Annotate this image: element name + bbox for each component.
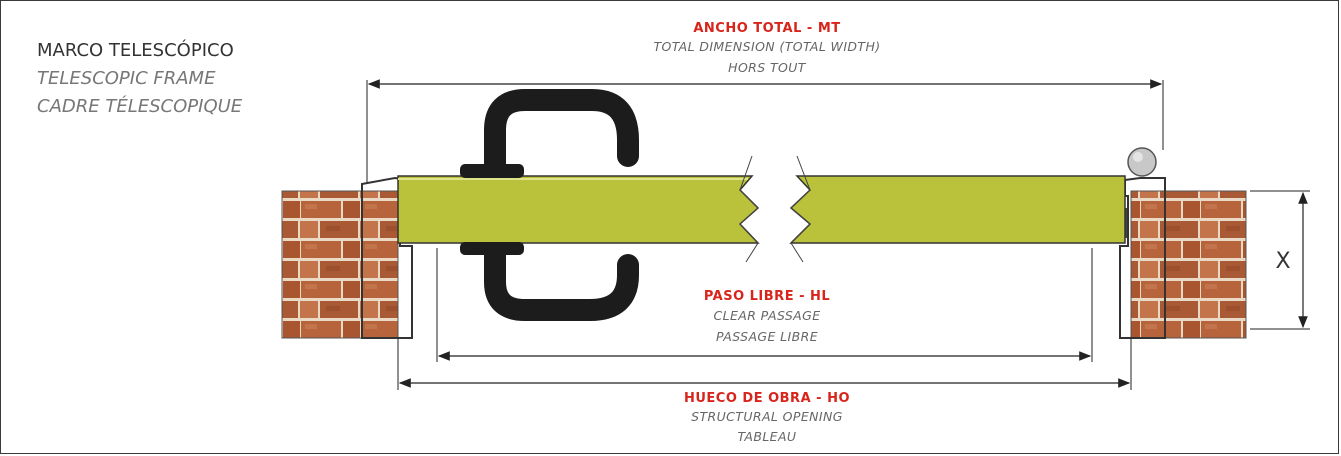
hinge-highlight [1133,152,1143,162]
door-leaf-left [397,175,760,244]
total-width-label-en: TOTAL DIMENSION (TOTAL WIDTH) [653,39,880,54]
clear-label-en: CLEAR PASSAGE [713,308,820,323]
title-en: TELESCOPIC FRAME [37,68,216,89]
total-width-label-es: ANCHO TOTAL - MT [693,21,840,36]
break-line-left [739,155,759,263]
depth-label: X [1275,249,1290,274]
title-fr: CADRE TÉLESCOPIQUE [37,95,243,117]
opening-label-es: HUECO DE OBRA - HO [684,391,850,406]
title-es: MARCO TELESCÓPICO [37,39,234,61]
opening-label-fr: TABLEAU [738,429,797,444]
left-brick-wall [281,190,399,339]
right-brick-wall [1130,190,1247,339]
clear-label-es: PASO LIBRE - HL [704,289,830,304]
clear-label-fr: PASSAGE LIBRE [716,329,818,344]
break-line-right [790,155,811,263]
handle-upper-lever [484,89,639,176]
opening-label-en: STRUCTURAL OPENING [691,409,843,424]
door-leaf-right [789,175,1126,244]
hinge-icon [1127,147,1157,177]
total-width-label-fr: HORS TOUT [728,60,807,75]
handle-lower-lever [484,244,639,321]
right-frame-profile [1119,177,1166,339]
